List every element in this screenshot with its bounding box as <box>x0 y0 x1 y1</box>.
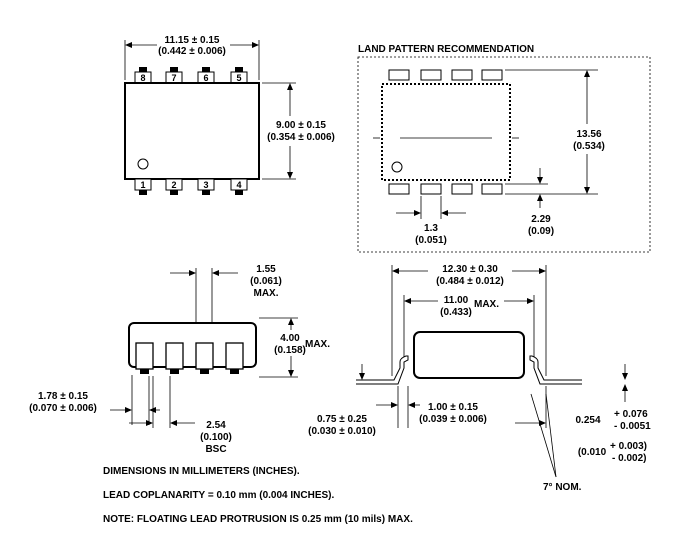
note-coplanarity: LEAD COPLANARITY = 0.10 mm (0.004 INCHES… <box>103 490 334 501</box>
end-thick-in-minus: - 0.002) <box>612 453 646 464</box>
end-thick-plus: + 0.076 <box>614 409 648 420</box>
end-body <box>413 331 525 379</box>
side-lead <box>225 342 244 370</box>
side-view: 1.55 (0.061) MAX. 4.00 (0.158) MAX. 1.78… <box>29 264 330 455</box>
side-offset-mm: 1.78 ± 0.15 <box>38 391 88 402</box>
pad <box>481 183 503 195</box>
pin-label-3: 3 <box>203 180 208 190</box>
end-overall-in: (0.484 ± 0.012) <box>436 276 504 287</box>
pin1-marker <box>391 161 403 173</box>
pin1-marker <box>137 158 149 170</box>
side-pitch-note: BSC <box>205 444 226 455</box>
end-left-lead <box>356 355 409 385</box>
pin-label-6: 6 <box>203 73 208 83</box>
side-lead-width-note: MAX. <box>254 288 279 299</box>
pin-label-4: 4 <box>236 180 241 190</box>
side-height-in: (0.158) <box>274 345 306 356</box>
end-angle: 7° NOM. <box>543 482 582 493</box>
lp-pitch-in: (0.051) <box>415 235 447 246</box>
end-view: 12.30 ± 0.30 (0.484 ± 0.012) 11.00 MAX. … <box>308 264 651 493</box>
pad <box>451 69 473 81</box>
top-width-in: (0.442 ± 0.006) <box>158 46 226 57</box>
end-body-in: (0.433) <box>440 307 472 318</box>
pad <box>420 183 442 195</box>
pin-label-7: 7 <box>171 73 176 83</box>
side-pitch-mm: 2.54 <box>206 420 226 431</box>
pin-label-1: 1 <box>140 180 145 190</box>
top-pins-lower: 1 2 3 4 <box>134 178 248 195</box>
end-body-note: MAX. <box>474 299 499 310</box>
top-height-mm: 9.00 ± 0.15 <box>276 120 326 131</box>
side-lead-width-in: (0.061) <box>250 276 282 287</box>
pad <box>481 69 503 81</box>
pin-label-5: 5 <box>236 73 241 83</box>
lp-pitch-mm: 1.3 <box>424 223 438 234</box>
end-foot-in: (0.039 ± 0.006) <box>419 414 487 425</box>
side-lead-width-mm: 1.55 <box>256 264 276 275</box>
land-pattern-frame <box>357 56 651 253</box>
lp-span-mm: 13.56 <box>576 129 601 140</box>
note-protrusion: NOTE: FLOATING LEAD PROTRUSION IS 0.25 m… <box>103 514 413 525</box>
note-units: DIMENSIONS IN MILLIMETERS (INCHES). <box>103 466 300 477</box>
end-thick-in-base: (0.010 <box>578 447 607 458</box>
end-standoff-in: (0.030 ± 0.010) <box>308 426 376 437</box>
pad <box>451 183 473 195</box>
pad <box>420 69 442 81</box>
end-overall-mm: 12.30 ± 0.30 <box>442 264 498 275</box>
side-body <box>128 322 257 368</box>
top-view: 11.15 ± 0.15 (0.442 ± 0.006) 8 7 6 5 <box>124 35 335 195</box>
side-height-note: MAX. <box>305 339 330 350</box>
pin-label-2: 2 <box>171 180 176 190</box>
lp-pad-mm: 2.29 <box>531 214 551 225</box>
land-pattern-title: LAND PATTERN RECOMMENDATION <box>358 44 534 55</box>
pin-label-8: 8 <box>140 73 145 83</box>
end-thick-in-plus: + 0.003) <box>610 441 647 452</box>
top-width-mm: 11.15 ± 0.15 <box>165 35 220 46</box>
footprint-outline <box>381 83 511 181</box>
end-body-mm: 11.00 <box>444 295 469 306</box>
top-pins-upper: 8 7 6 5 <box>134 67 248 84</box>
lp-span-in: (0.534) <box>573 141 605 152</box>
end-standoff-mm: 0.75 ± 0.25 <box>317 414 367 425</box>
pad <box>388 69 410 81</box>
notes: DIMENSIONS IN MILLIMETERS (INCHES). LEAD… <box>103 466 413 525</box>
end-thick-base: 0.254 <box>575 415 600 426</box>
side-lead <box>195 342 214 370</box>
side-height-mm: 4.00 <box>280 333 300 344</box>
land-pattern: LAND PATTERN RECOMMENDATION 13.56 (0.534… <box>357 44 651 253</box>
end-right-lead <box>529 355 582 385</box>
lp-pad-in: (0.09) <box>528 226 554 237</box>
pad <box>388 183 410 195</box>
side-pitch-in: (0.100) <box>200 432 232 443</box>
end-thick-minus: - 0.0051 <box>614 421 651 432</box>
side-lead <box>165 342 184 370</box>
side-lead <box>135 342 154 370</box>
end-foot-mm: 1.00 ± 0.15 <box>428 402 478 413</box>
side-offset-in: (0.070 ± 0.006) <box>29 403 97 414</box>
top-height-in: (0.354 ± 0.006) <box>267 132 335 143</box>
